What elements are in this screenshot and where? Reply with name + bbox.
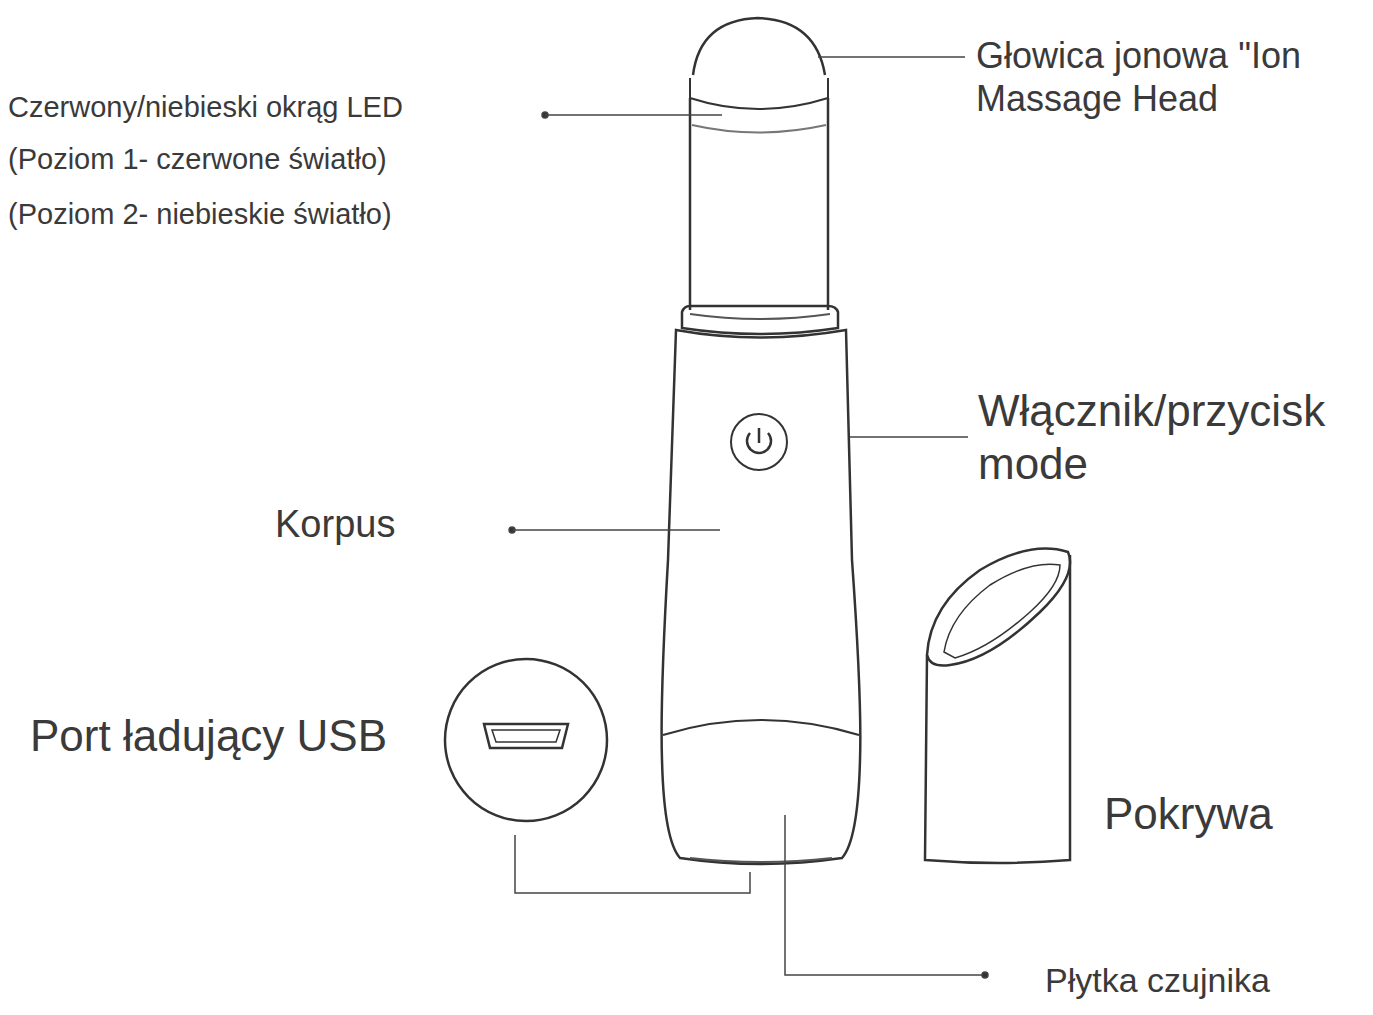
leader-lines <box>509 57 988 978</box>
usb-port <box>484 724 568 748</box>
collar <box>682 306 838 334</box>
callout-label: Pokrywa <box>1104 788 1354 841</box>
body-outline <box>662 330 861 864</box>
callout-label: Czerwony/niebieski okrąg LED <box>8 90 548 125</box>
usb-port-detail <box>445 659 607 821</box>
callout-label: Płytka czujnika <box>1045 960 1365 1001</box>
callout-label: Włącznik/przycisk mode <box>978 385 1368 491</box>
callout-note: (Poziom 1- czerwone światło) <box>8 142 528 177</box>
callout-label: Głowica jonowa "Ion Massage Head <box>976 34 1368 120</box>
power-button <box>731 414 787 470</box>
tube-outline <box>690 98 828 310</box>
callout-note: (Poziom 2- niebieskie światło) <box>8 197 528 232</box>
sensor-plate-edge <box>663 720 859 735</box>
callout-label: Korpus <box>275 502 495 548</box>
callout-label: Port ładujący USB <box>30 710 440 763</box>
cover <box>925 549 1070 863</box>
